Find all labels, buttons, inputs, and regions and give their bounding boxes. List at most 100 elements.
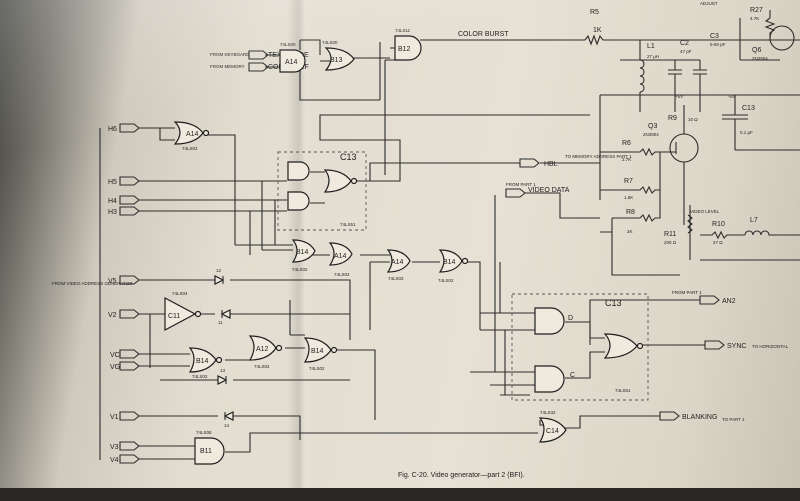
- gate-b14-r: [438, 249, 463, 273]
- sync-label: SYNC: [727, 343, 746, 350]
- gate-c13-d: [534, 307, 565, 335]
- gate-b14-a-part: 74LS02: [292, 267, 308, 272]
- an2-label: AN2: [722, 298, 736, 305]
- diodes: [214, 275, 234, 421]
- r11-value: 200 Ω: [664, 240, 677, 245]
- video-data-label: VIDEO DATA: [528, 187, 570, 194]
- figure-caption: Fig. C-20. Video generator—part 2 (BFI).: [398, 472, 525, 479]
- c2-value: 47 pF: [680, 49, 692, 54]
- gate-b14-v: [188, 347, 217, 373]
- l1-label: L1: [647, 43, 655, 50]
- r6-label: R6: [622, 140, 631, 147]
- r10-value: 27 Ω: [713, 240, 723, 245]
- diode-12: 12: [216, 268, 222, 273]
- r5-label: R5: [590, 9, 599, 16]
- gate-c14: [538, 417, 567, 443]
- bubble: [636, 342, 644, 350]
- gate-a14-top-part: 74LS00: [280, 42, 296, 47]
- q3-label: Q3: [648, 123, 657, 130]
- diode-14: 14: [224, 423, 230, 428]
- gate-a14-mid-part: 74LS02: [334, 272, 350, 277]
- input-v2: V2: [108, 312, 117, 319]
- gate-c13-top-label: C13: [340, 152, 357, 162]
- gate-a14-mid: [328, 242, 353, 266]
- c2-label: C2: [680, 40, 689, 47]
- bubble: [275, 344, 283, 352]
- bubble: [461, 257, 469, 265]
- gate-c13-bot-label: C13: [605, 298, 622, 308]
- c3-label: C3: [710, 33, 719, 40]
- gate-c13-c: [534, 365, 565, 393]
- gate-d-label: D: [568, 315, 573, 322]
- input-v4: V4: [110, 457, 119, 464]
- gate-b14-a: [291, 239, 316, 263]
- gate-b14-v-part: 74LS02: [192, 374, 208, 379]
- r6-value: 2.7K: [622, 157, 631, 162]
- gate-b13-part: 74LS00: [322, 40, 338, 45]
- hbl-label: HBL: [544, 161, 558, 168]
- r8-value: 2K: [627, 229, 633, 234]
- an2-note: FROM PART 1: [672, 290, 702, 295]
- gate-a14-h6-part: 74LS02: [182, 146, 198, 151]
- gate-a14-h6-label: A14: [186, 131, 199, 138]
- color-burst-label: COLOR BURST: [458, 31, 509, 38]
- input-v3: V3: [110, 444, 119, 451]
- input-v1: V1: [110, 414, 119, 421]
- c13-cap-value: 0.1 µF: [740, 130, 753, 135]
- r5-value: 1K: [593, 27, 602, 34]
- gate-b12-label: B12: [398, 46, 411, 53]
- input-h4: H4: [108, 198, 117, 205]
- gate-c13-nor: [323, 169, 352, 193]
- l1-value: 27 µH: [647, 54, 659, 59]
- gate-a14-h6: [173, 121, 204, 145]
- from-mem-note: FROM MEMORY: [210, 64, 245, 69]
- gate-b14-r-label: B14: [443, 259, 456, 266]
- rf-section: [420, 10, 800, 276]
- bubble: [330, 346, 338, 354]
- gate-c13-top-part: 74LS51: [340, 222, 356, 227]
- diode-11: 11: [218, 320, 223, 325]
- sync-note: TO HORIZONTAL: [752, 344, 789, 349]
- gate-c11-label: C11: [168, 313, 180, 320]
- gate-a14-top: [279, 49, 306, 73]
- r7-label: R7: [624, 178, 633, 185]
- bubble: [215, 356, 223, 364]
- gate-a12-label: A12: [256, 346, 269, 353]
- q3-value: 2N3904: [643, 132, 659, 137]
- gate-c13-nor-b: [603, 333, 638, 359]
- gate-b12-part: 74LS11: [395, 28, 411, 33]
- r9-label: R9: [668, 115, 677, 122]
- input-v5: V5: [108, 278, 117, 285]
- bubble: [202, 129, 210, 137]
- gate-b14-out-part: 74LS02: [309, 366, 325, 371]
- bubble: [194, 310, 202, 318]
- blanking-label: BLANKING: [682, 414, 717, 421]
- c13-top-box: [277, 151, 367, 231]
- gate-c14-label: C14: [546, 428, 559, 435]
- gate-b14-a-label: B14: [296, 249, 309, 256]
- output-connectors: [519, 158, 725, 421]
- video-level-label: VIDEO LEVEL: [690, 209, 720, 214]
- logic-wires: [139, 39, 705, 460]
- r11-label: R11: [664, 231, 676, 238]
- c13-cap-label: C13: [742, 105, 755, 112]
- blanking-note: TO PART 1: [722, 417, 745, 422]
- gate-a12-part: 74LS02: [254, 364, 270, 369]
- gate-c13-and1: [287, 161, 310, 181]
- gate-a14-r-label: A14: [391, 259, 404, 266]
- gate-a14-top-label: A14: [285, 59, 298, 66]
- hbl-note: TO MEMORY ADDRESS PART 1: [565, 154, 632, 159]
- gate-b11: [194, 437, 225, 465]
- input-h5: H5: [108, 179, 117, 186]
- from-part1-note: FROM PART 1: [506, 182, 536, 187]
- q6-label: Q6: [752, 47, 761, 54]
- plus5v-label: +5V: [675, 94, 683, 99]
- input-h3: H3: [108, 209, 117, 216]
- r27-label: R27: [750, 7, 763, 14]
- diode-13: 13: [220, 368, 226, 373]
- l7-label: L7: [750, 217, 758, 224]
- gate-b14-r-part: 74LS02: [438, 278, 454, 283]
- from-kbd-note: FROM KEYBOARD: [210, 52, 250, 57]
